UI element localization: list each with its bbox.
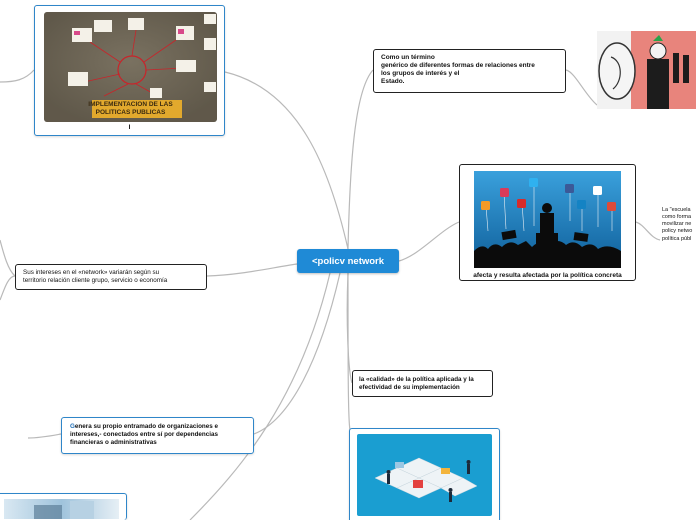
flickr-icon bbox=[500, 188, 509, 197]
google-plus-icon bbox=[607, 202, 616, 211]
school-line5: política públ bbox=[662, 235, 692, 242]
connector-affects bbox=[398, 221, 460, 262]
network-line2: intereses,- conectados entre sí por depe… bbox=[70, 430, 219, 438]
connector-left-mid2 bbox=[0, 239, 16, 277]
youtube-icon bbox=[517, 199, 526, 208]
school-line4: policy netwo bbox=[662, 228, 693, 235]
school-line3: movilizar ne bbox=[662, 221, 692, 228]
rss-icon bbox=[481, 201, 490, 210]
twitter-icon bbox=[529, 178, 538, 187]
interests-node[interactable]: Sus intereses en el «network» variarán s… bbox=[15, 264, 207, 290]
connector-left-mid bbox=[0, 275, 16, 301]
linkedin-icon bbox=[577, 200, 586, 209]
connector-puzzle bbox=[347, 272, 351, 431]
implementation-image bbox=[44, 12, 217, 122]
definition-line4: Estado. bbox=[381, 78, 405, 86]
connector-implementation bbox=[224, 71, 349, 250]
connector-interests bbox=[206, 263, 298, 277]
implementation-node[interactable]: IMPLEMENTACION DE LAS POLITICAS PUBLICAS… bbox=[34, 5, 225, 136]
school-line2: como forma bbox=[662, 214, 692, 221]
school-line1: La "escuela bbox=[662, 207, 691, 213]
network-line3: financieras o administrativas bbox=[70, 438, 157, 446]
connector-bottom-left bbox=[189, 272, 331, 520]
connector-definition bbox=[347, 69, 374, 250]
definition-line3: los grupos de interés y el bbox=[381, 70, 460, 78]
definition-line2: genérico de diferentes formas de relacio… bbox=[381, 62, 535, 70]
implementation-title-line2: POLITICAS PUBLICAS bbox=[95, 109, 166, 116]
concert-social-image bbox=[474, 171, 621, 268]
affects-node[interactable]: afecta y resulta afectada por la polític… bbox=[459, 164, 636, 281]
definition-line1: Como un término bbox=[381, 54, 435, 61]
facebook-icon bbox=[565, 184, 574, 193]
connector-left-low bbox=[27, 433, 62, 439]
bottom-left-image bbox=[4, 499, 119, 519]
puzzle-image bbox=[357, 434, 492, 516]
school-fragment: La "escuela como forma movilizar ne poli… bbox=[662, 207, 696, 243]
bottom-left-node[interactable] bbox=[0, 493, 127, 520]
connector-ear bbox=[565, 69, 598, 106]
network-initial: G bbox=[70, 423, 75, 430]
network-line1: enera su propio entramado de organizacio… bbox=[74, 423, 219, 430]
quality-node[interactable]: la «calidad» de la política aplicada y l… bbox=[352, 370, 493, 397]
connector-network bbox=[253, 272, 341, 435]
central-topic[interactable]: <policv network bbox=[297, 249, 399, 273]
affects-caption: afecta y resulta afectada por la polític… bbox=[473, 272, 622, 279]
network-line1-wrap: Genera su propio entramado de organizaci… bbox=[70, 423, 245, 431]
connector-school bbox=[635, 221, 661, 241]
puzzle-node[interactable] bbox=[349, 428, 500, 520]
quality-line2: efectividad de su implementación bbox=[359, 383, 460, 391]
interests-line1: Sus intereses en el «network» variarán s… bbox=[23, 269, 160, 276]
network-node[interactable]: Genera su propio entramado de organizaci… bbox=[61, 417, 254, 454]
implementation-caption: I bbox=[128, 124, 131, 131]
ear-megaphone-image bbox=[597, 31, 696, 109]
interests-line2: territorio relación cliente grupo, servi… bbox=[23, 276, 168, 284]
connector-left-top bbox=[0, 69, 35, 83]
central-topic-label: <policv network bbox=[311, 255, 385, 267]
implementation-title-line1: IMPLEMENTACION DE LAS bbox=[88, 101, 173, 108]
definition-node[interactable]: Como un término genérico de diferentes f… bbox=[373, 49, 566, 93]
quality-line1: la «calidad» de la política aplicada y l… bbox=[359, 376, 474, 383]
